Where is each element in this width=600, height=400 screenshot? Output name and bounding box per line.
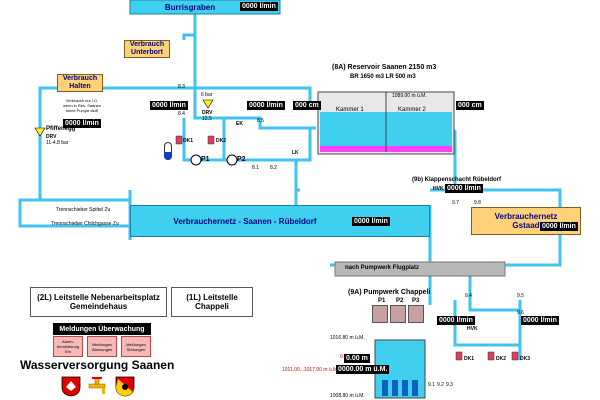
klappenschacht-hvk: HVK	[433, 186, 444, 192]
chamber-1-label: Kammer 1	[336, 107, 364, 113]
reservoir-level-left: 000 cm	[293, 101, 321, 110]
pumpwerk-flow-left: 0000 l/min	[437, 316, 475, 325]
klappenschacht-flow: 0000 l/min	[445, 184, 483, 193]
ek-label: EK	[236, 121, 243, 127]
verbrauch-halten-box[interactable]: Verbrauch Halten	[57, 74, 103, 92]
pumpwerk-p2[interactable]: P2	[396, 298, 404, 304]
trennschieber-spittel: Trennschieber Spittel Zu	[56, 207, 111, 213]
p2-label[interactable]: P2	[237, 156, 246, 163]
pumpwerk-level-range: 1011.00...1017.00 m ü.M.	[282, 367, 339, 373]
saanen-crest-icon	[61, 376, 81, 397]
pumpwerk-p3[interactable]: P3	[412, 298, 420, 304]
meldungen-warnungen-button[interactable]: Meldungen Warnungen	[87, 336, 117, 357]
burrisgraben-title: Burrisgraben	[164, 2, 216, 12]
pumpwerk-level-top: 1016.80 m ü.M.	[330, 335, 365, 341]
code-81: 8.1	[252, 165, 259, 171]
pfiffenegg-label: Pfiffenegg	[46, 126, 76, 132]
verbrauch-unterbort-box[interactable]: Verbrauch Unterbort	[124, 40, 170, 58]
burrisgraben-panel[interactable]: Burrisgraben	[130, 0, 280, 14]
valve-drv: DRV	[202, 110, 213, 116]
gstaad-flow: 0000 l/min	[540, 222, 578, 231]
pumpwerk-level-bottom: 1008.80 m ü.M.	[330, 393, 365, 399]
alarmterminierung-button[interactable]: Alarm- terminierung Ein	[53, 336, 83, 357]
flugplatz-label: nach Pumpwerk Flugplatz	[345, 265, 420, 271]
pumpwerk-dk1: DK1	[464, 356, 475, 362]
footer-title: Wasserversorgung Saanen	[20, 358, 175, 372]
burrisgraben-flow: 0000 l/min	[240, 2, 278, 11]
pumpwerk-code-95: 9.5	[517, 293, 524, 299]
water-tap-icon	[88, 377, 106, 394]
pumpwerk-code-93: 9.3	[446, 382, 453, 388]
halten-flow: 0000 l/min	[63, 119, 101, 128]
leitstelle-chappeli-button[interactable]: (1L) Leitstelle Chappeli	[171, 287, 253, 317]
pumpwerk-code-92: 9.2	[437, 382, 444, 388]
pumpwerk-dk3: DK3	[520, 356, 531, 362]
pumpwerk-flow-right: 0000 l/min	[521, 316, 559, 325]
p1-label[interactable]: P1	[201, 156, 210, 163]
valve-station-flow: 0000 l/min	[150, 101, 188, 110]
pump-motor-3-icon[interactable]	[408, 305, 424, 323]
pumpwerk-title: (9A) Pumpwerk Chappeli	[348, 289, 431, 296]
code-83: 8.3	[178, 84, 185, 90]
lk-label: LK	[292, 150, 299, 156]
pressure-vessel-fill-icon	[164, 152, 172, 160]
network-label: Verbrauchernetz - Saanen - Rübeldorf	[173, 216, 317, 226]
pump-p1-icon	[190, 154, 202, 166]
code-82: 8.2	[270, 165, 277, 171]
pumpwerk-level-value: 0000.00 m ü.M.	[336, 365, 390, 374]
pumpwerk-p1[interactable]: P1	[378, 298, 386, 304]
pumpwerk-dk2: DK2	[496, 356, 507, 362]
network-flow: 0000 l/min	[352, 217, 390, 226]
meldungen-stoerungen-button[interactable]: Meldungen Störungen	[121, 336, 151, 357]
flugplatz-bar	[334, 261, 506, 277]
chamber-2-label: Kammer 2	[398, 107, 426, 113]
dk1-label: DK1	[183, 138, 194, 144]
code-98: 9.8	[474, 200, 481, 206]
pump-motor-2-icon[interactable]	[390, 305, 406, 323]
code-85: 8.5	[257, 118, 264, 124]
dk2-label: DK2	[216, 138, 227, 144]
pumpwerk-meter-value: 0.00 m	[344, 354, 370, 363]
trennschieber-chilchgasse: Trennschieber Chilchgasse Zu	[51, 221, 119, 227]
pumpwerk-code-91: 9.1	[428, 382, 435, 388]
valve-bar-label: 6 bar	[201, 92, 213, 98]
reservoir-level-text: 1089.00 m ü.M.	[392, 93, 427, 99]
reservoir-inflow: 0000 l/min	[247, 101, 285, 110]
klappenschacht-title: (9b) Klappenschacht Rübeldorf	[412, 177, 502, 183]
pumpwerk-code-96: 9.6	[517, 310, 524, 316]
code-97: 9.7	[452, 200, 459, 206]
pfiffenegg-range: 11-4.8 bar	[46, 140, 69, 146]
pfiffenegg-drv: DRV	[46, 134, 57, 140]
bern-crest-icon	[115, 376, 135, 397]
valve-drv-range: 12.5	[202, 116, 212, 122]
pump-motor-1-icon[interactable]	[372, 305, 388, 323]
pumpwerk-hvk: HVK	[467, 326, 478, 332]
reservoir-level-right: 000 cm	[456, 101, 484, 110]
halten-note: Verbrauch nur i.O. wenn in Res. Saanen k…	[62, 98, 102, 113]
pumpwerk-code-94: 9.4	[465, 293, 472, 299]
reservoir-title: (8A) Reservoir Saanen 2150 m3	[332, 64, 437, 71]
meldungen-title: Meldungen Überwachung	[53, 323, 151, 335]
leitstelle-nebenarbeitsplatz-button[interactable]: (2L) Leitstelle Nebenarbeitsplatz Gemein…	[30, 287, 167, 317]
code-84: 8.4	[178, 111, 185, 117]
reservoir-subtitle: BR 1650 m3 LR 500 m3	[350, 74, 416, 80]
pump-p2-icon	[226, 154, 238, 166]
